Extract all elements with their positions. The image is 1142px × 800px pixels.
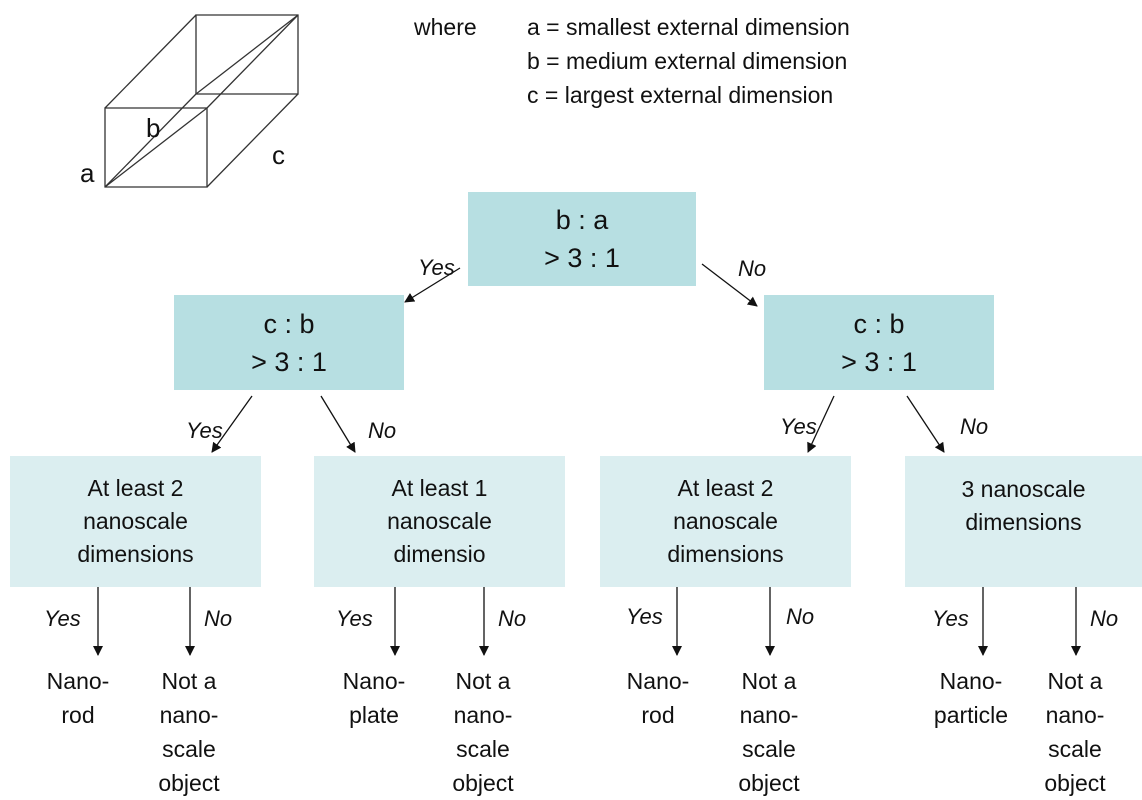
leaf-line: Nano- [939,668,1003,694]
leaf-not-nanoscale: Not a nano- scale object [134,664,244,800]
leaf-nanorod: Nano- rod [28,664,128,732]
cuboid-label-b: b [146,113,161,143]
node-line: c : b [263,308,315,339]
criterion-node-3: At least 2 nanoscale dimensions [600,456,851,587]
criterion-node-4: 3 nanoscale dimensions [905,456,1142,587]
arrow-root-no [701,263,758,307]
leaf-line: nano- [1045,702,1105,728]
leaf-line: Nano- [626,668,690,694]
cuboid-label-a: a [80,158,95,188]
node-line: At least 2 [677,475,774,501]
edge-label-yes: Yes [418,255,455,280]
node-line: nanoscale [387,508,492,534]
legend-line: c = largest external dimension [527,82,834,108]
criterion-node-2: At least 1 nanoscale dimensio [314,456,565,587]
edge-label-no: No [1090,606,1119,631]
arrow-root-yes [404,267,461,303]
node-line: > 3 : 1 [544,243,620,273]
edge-label-no: No [738,256,767,281]
edge-label-yes: Yes [932,606,969,631]
leaf-line: object [1044,770,1106,796]
arrow-l1a-yes [211,395,253,453]
leaf-line: Not a [1047,668,1103,694]
edge-label-no: No [786,604,815,629]
root-node: b : a > 3 : 1 [468,192,696,286]
leaf-nanoplate: Nano- plate [324,664,424,732]
leaf-not-nanoscale: Not a nano- scale object [428,664,538,800]
leaf-line: Nano- [342,668,406,694]
leaf-line: rod [61,702,95,728]
node-line: c : b [853,308,905,339]
edge-label-yes: Yes [780,414,817,439]
leaf-line: rod [641,702,675,728]
cuboid-label-c: c [272,140,285,170]
edge-label-yes: Yes [186,418,223,443]
node-line: > 3 : 1 [841,346,917,377]
legend-line: a = smallest external dimension [527,14,850,40]
leaf-line: nano- [453,702,513,728]
leaf-nanoparticle: Nano- particle [914,664,1028,732]
leaf-line: Nano- [46,668,110,694]
leaf-line: scale [742,736,796,762]
edge-label-no: No [498,606,527,631]
leaf-line: Not a [161,668,217,694]
node-line: 3 nanoscale [961,476,1086,502]
cuboid-icon [104,14,299,188]
legend-line: b = medium external dimension [527,48,848,74]
ratio-node-left: c : b > 3 : 1 [174,295,404,390]
leaf-line: Not a [455,668,511,694]
ratio-node-right: c : b > 3 : 1 [764,295,994,390]
node-line: At least 1 [391,475,488,501]
arrow-l1b-no [906,395,945,453]
leaf-line: particle [933,702,1009,728]
criterion-node-1: At least 2 nanoscale dimensions [10,456,261,587]
leaf-nanorod: Nano- rod [608,664,708,732]
arrow-l1b-yes [807,395,835,453]
legend-where: where [414,14,477,40]
node-line: > 3 : 1 [251,346,327,377]
edge-label-no: No [368,418,397,443]
leaf-line: scale [1048,736,1102,762]
edge-label-yes: Yes [44,606,81,631]
leaf-line: scale [162,736,216,762]
leaf-not-nanoscale: Not a nano- scale object [714,664,824,800]
leaf-line: nano- [739,702,799,728]
leaf-line: object [158,770,220,796]
leaf-line: object [738,770,800,796]
leaf-line: nano- [159,702,219,728]
node-line: dimensions [965,509,1082,535]
node-line: At least 2 [87,475,184,501]
arrow-l1a-no [320,395,356,453]
leaf-line: object [452,770,514,796]
leaf-line: scale [456,736,510,762]
node-line: dimensio [393,541,486,567]
node-line: dimensions [77,541,194,567]
leaf-not-nanoscale: Not a nano- scale object [1020,664,1130,800]
edge-label-yes: Yes [626,604,663,629]
node-line: nanoscale [673,508,778,534]
node-line: b : a [555,205,609,235]
node-line: dimensions [667,541,784,567]
edge-label-yes: Yes [336,606,373,631]
edge-label-no: No [204,606,233,631]
node-line: nanoscale [83,508,188,534]
leaf-line: plate [349,702,399,728]
leaf-line: Not a [741,668,797,694]
edge-label-no: No [960,414,989,439]
